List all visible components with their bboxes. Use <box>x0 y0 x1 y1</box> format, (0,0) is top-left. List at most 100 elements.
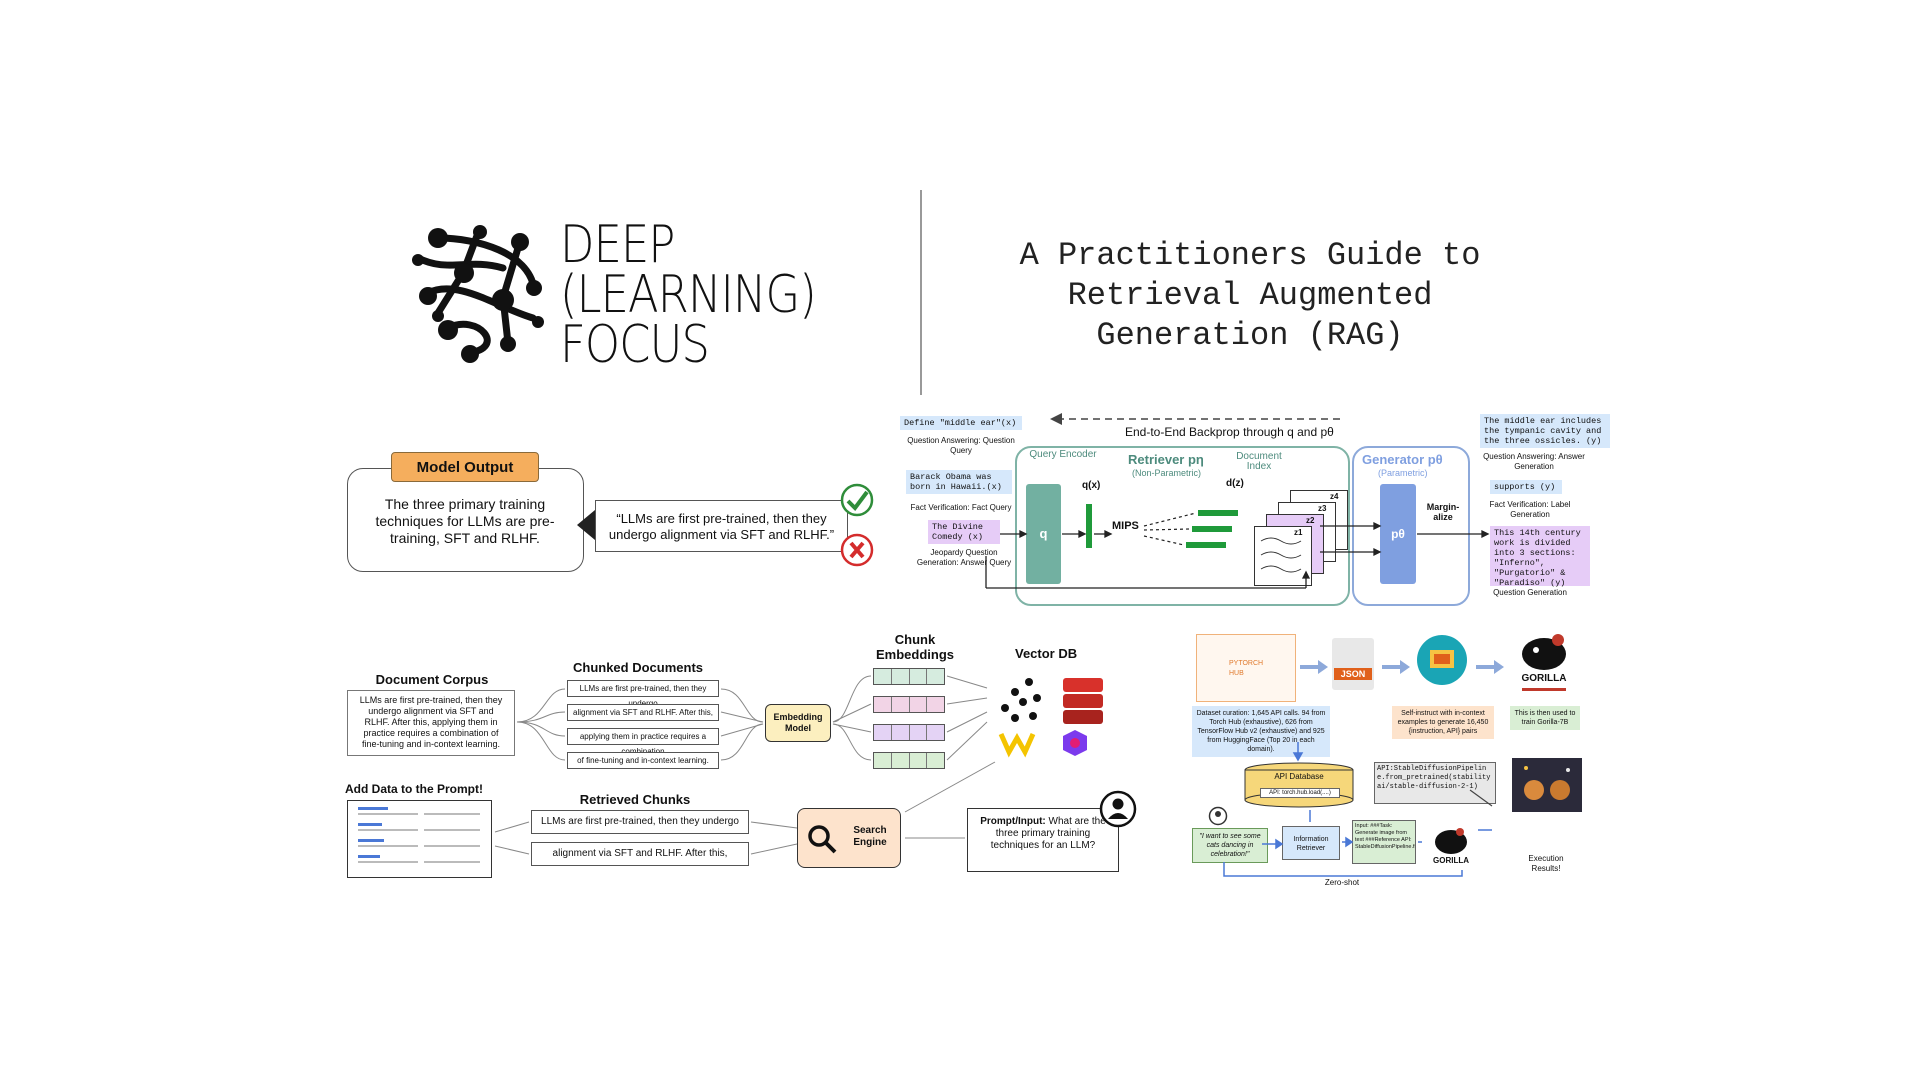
chunk-2: alignment via SFT and RLHF. After this, <box>567 704 719 721</box>
prompt-text: What are the three primary training tech… <box>990 816 1106 851</box>
answer-label-3: Question Generation <box>1493 588 1567 597</box>
logo-mark-icon <box>412 225 544 363</box>
train-text: This is then used to train Gorilla-7B <box>1510 706 1580 730</box>
prompt-label: Prompt/Input: <box>980 816 1046 827</box>
corpus-title: Document Corpus <box>375 672 489 687</box>
curation-text: Dataset curation: 1,645 API calls. 94 fr… <box>1192 706 1330 757</box>
marginalize-label: Margin-alize <box>1426 502 1460 522</box>
prompt-input-box: Prompt/Input: What are the three primary… <box>967 808 1119 872</box>
zero-shot-label: Zero-shot <box>1324 878 1360 887</box>
gorilla-small-icon <box>1435 828 1467 854</box>
cross-icon <box>840 533 874 567</box>
query-chip-1: Define "middle ear"(x) <box>900 416 1022 430</box>
rag-architecture-diagram: End-to-End Backprop through q and pθ Def… <box>900 410 1610 610</box>
api-db-item: API: torch.hub.load(....) <box>1260 788 1340 798</box>
hub-screenshot: PYTORCH HUB <box>1196 634 1296 702</box>
user-avatar-icon <box>1099 790 1137 828</box>
pointer-arrow-icon <box>577 510 595 540</box>
chunk-1: LLMs are first pre-trained, then they un… <box>567 680 719 708</box>
add-data-title: Add Data to the Prompt! <box>345 782 483 796</box>
arrow-right-icon-2 <box>1382 660 1410 674</box>
quote-box: “LLMs are first pre-trained, then they u… <box>595 500 848 552</box>
backprop-label: End-to-End Backprop through q and pθ <box>1125 425 1334 439</box>
answer-chip-2: supports (y) <box>1490 480 1562 494</box>
rag-pipeline-diagram: Document Corpus LLMs are first pre-train… <box>345 632 1145 887</box>
gorilla-diagram: PYTORCH HUB JSON GORILLA Dataset curatio… <box>1192 630 1592 890</box>
chunked-title: Chunked Documents <box>572 660 703 675</box>
doc-vector-2 <box>1192 526 1232 532</box>
query-vector-bar <box>1086 504 1092 548</box>
doc-vector-1 <box>1198 510 1238 516</box>
query-chip-3: The Divine Comedy (x) <box>928 520 1000 544</box>
answer-chip-3: This 14th century work is divided into 3… <box>1490 526 1590 588</box>
z4-label: z4 <box>1330 492 1339 501</box>
search-engine-label: Search Engine <box>853 825 887 848</box>
generator-subtitle: (Parametric) <box>1378 468 1428 478</box>
logo: DEEP (LEARNING) FOCUS <box>408 215 828 375</box>
info-retriever: Information Retriever <box>1282 826 1340 860</box>
search-icon <box>808 825 837 854</box>
z2-label: z2 <box>1306 516 1315 525</box>
backprop-arrow <box>1050 413 1340 425</box>
corpus-text: LLMs are first pre-trained, then they un… <box>347 690 515 756</box>
prompt-preview <box>347 800 492 878</box>
execution-label: Execution Results! <box>1528 854 1564 873</box>
doc-vector-3 <box>1186 542 1226 548</box>
vector-db-title: Vector DB <box>1015 646 1078 661</box>
search-engine: Search Engine <box>797 808 901 868</box>
doc-lines-icon <box>1260 537 1302 573</box>
arrow-right-icon <box>1300 660 1328 674</box>
query-encoder: q <box>1026 484 1061 584</box>
retrieved-chunk-2: alignment via SFT and RLHF. After this, <box>531 842 749 866</box>
answer-chip-1: The middle ear includes the tympanic cav… <box>1480 414 1610 448</box>
embedding-3 <box>873 724 945 741</box>
query-label-1: Question Answering: Question Query <box>907 436 1015 455</box>
logo-word-1: DEEP <box>560 215 675 275</box>
execution-image <box>1512 758 1582 812</box>
doc-index-label: Document Index <box>1236 451 1282 472</box>
z1-label: z1 <box>1294 528 1303 537</box>
user-icon <box>1208 806 1228 826</box>
dancing-cats-icon <box>1524 766 1570 800</box>
title-line-2: Retrieval Augmented <box>1067 277 1433 314</box>
hub-label: PYTORCH HUB <box>1229 660 1264 677</box>
chunk-4: of fine-tuning and in-context learning. <box>567 752 719 769</box>
query-chip-2: Barack Obama was born in Hawaii.(x) <box>906 470 1012 494</box>
model-output-header: Model Output <box>391 452 539 482</box>
chunk-3: applying them in practice requires a com… <box>567 728 719 756</box>
title-line-1: A Practitioners Guide to <box>1019 237 1481 274</box>
gorilla-label: GORILLA <box>1521 673 1567 684</box>
gorilla-flow-arrows <box>1223 742 1493 877</box>
logo-word-2: (LEARNING) <box>560 265 817 325</box>
json-label: JSON <box>1334 668 1372 680</box>
dz-label: d(z) <box>1226 478 1244 489</box>
generator-ptheta: pθ <box>1391 527 1405 541</box>
gorilla-small-label: GORILLA <box>1433 856 1469 865</box>
title-line-3: Generation (RAG) <box>1096 317 1404 354</box>
query-encoder-label: Query Encoder <box>1029 449 1097 460</box>
answer-label-1: Question Answering: Answer Generation <box>1483 452 1585 471</box>
retriever-title: Retriever pη <box>1128 452 1204 467</box>
rag-flow-arrows <box>985 512 1490 589</box>
check-icon <box>840 483 874 517</box>
model-output-text: The three primary training techniques fo… <box>375 496 555 546</box>
answer-label-2: Fact Verification: Label Generation <box>1489 500 1571 519</box>
retriever-subtitle: (Non-Parametric) <box>1132 468 1202 478</box>
query-encoder-q: q <box>1039 526 1048 541</box>
api-call-box: API:StableDiffusionPipeline.from_pretrai… <box>1374 762 1496 804</box>
user-quote: "I want to see some cats dancing in cele… <box>1192 828 1268 863</box>
model-output-box <box>347 468 584 572</box>
selfinstruct-text: Self-instruct with in-context examples t… <box>1392 706 1494 739</box>
prompt-preview-lines-icon <box>358 807 480 863</box>
gorilla-logo-icon <box>1522 634 1566 670</box>
pipeline-arrows <box>494 675 996 855</box>
embedding-model: Embedding Model <box>765 704 831 742</box>
retrieved-title: Retrieved Chunks <box>579 792 691 807</box>
vector-db-logos-icon <box>998 678 1103 758</box>
logo-word-3: FOCUS <box>560 315 710 375</box>
doc-card-1 <box>1254 526 1312 586</box>
embedding-2 <box>873 696 945 713</box>
page-title: A Practitioners Guide to Retrieval Augme… <box>980 236 1520 356</box>
chunk-embeddings-title: Chunk Embeddings <box>875 632 954 662</box>
gorilla-underline <box>1522 688 1566 691</box>
